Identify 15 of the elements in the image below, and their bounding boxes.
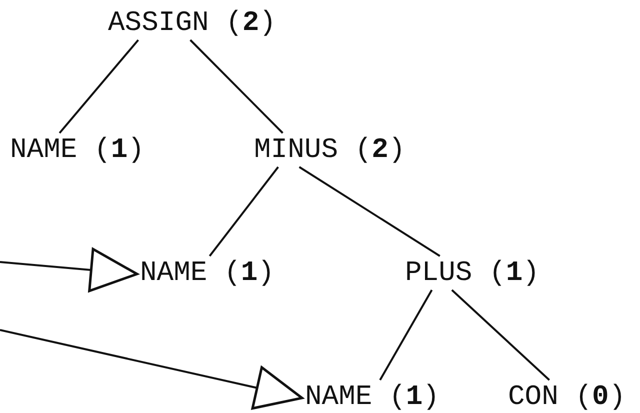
- tree-node-label: CON (0): [508, 384, 626, 412]
- arrow: [0, 329, 304, 410]
- tree-line: [451, 289, 550, 381]
- tree-line: [298, 166, 440, 257]
- arrow: [0, 248, 138, 292]
- tree-node-label: ASSIGN (2): [108, 10, 276, 38]
- tree-node-label: NAME (1): [140, 260, 274, 288]
- tree-node-label: NAME (1): [10, 137, 144, 165]
- tree-line: [58, 39, 139, 134]
- tree-node-label: PLUS (1): [405, 260, 540, 288]
- tree-node-label: MINUS (2): [254, 137, 406, 165]
- tree-line: [379, 290, 433, 380]
- tree-node-label: NAME (1): [305, 384, 440, 412]
- tree-line: [190, 39, 284, 134]
- tree-line: [208, 166, 279, 257]
